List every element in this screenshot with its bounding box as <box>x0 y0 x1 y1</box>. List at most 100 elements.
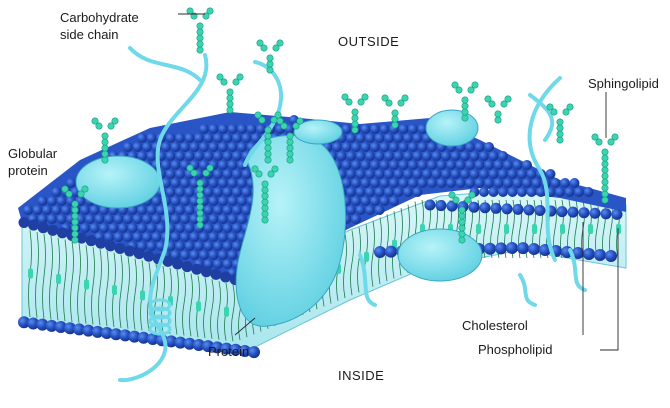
sugar-unit <box>459 219 465 225</box>
head-group <box>337 151 347 161</box>
carbohydrate-label-line2: side chain <box>60 27 119 42</box>
head-group <box>199 232 209 242</box>
head-group <box>356 133 366 143</box>
sugar-unit <box>287 139 293 145</box>
head-group <box>436 200 447 211</box>
head-group <box>365 187 375 197</box>
head-group <box>213 205 223 215</box>
head-group <box>209 214 219 224</box>
head-group <box>171 142 181 152</box>
head-group <box>191 264 202 275</box>
head-group <box>479 187 489 197</box>
head-group <box>422 151 432 161</box>
sugar-unit <box>495 111 501 117</box>
head-group <box>361 178 371 188</box>
sugar-unit <box>459 231 465 237</box>
head-group <box>47 196 57 206</box>
head-group <box>524 204 535 215</box>
head-group <box>237 142 247 152</box>
head-group <box>95 238 106 249</box>
head-group <box>52 205 62 215</box>
head-group <box>218 250 228 260</box>
head-group <box>213 187 223 197</box>
head-group <box>601 208 612 219</box>
sugar-unit <box>287 133 293 139</box>
head-group <box>133 232 143 242</box>
head-group <box>185 151 195 161</box>
cholesterol-molecule <box>224 307 229 317</box>
head-group <box>213 223 223 233</box>
sugar-unit <box>207 165 213 171</box>
sugar-unit <box>102 157 108 163</box>
head-group <box>346 187 356 197</box>
sugar-unit <box>472 82 478 88</box>
head-group <box>237 178 247 188</box>
head-group <box>204 151 214 161</box>
head-group <box>156 223 166 233</box>
sugar-unit <box>197 180 203 186</box>
head-group <box>247 124 257 134</box>
head-group <box>147 241 157 251</box>
head-group <box>232 133 242 143</box>
head-group <box>498 151 508 161</box>
head-group <box>223 205 233 215</box>
cholesterol-molecule <box>56 274 61 284</box>
head-group <box>399 124 409 134</box>
head-group <box>209 178 219 188</box>
sugar-unit <box>102 133 108 139</box>
head-group <box>209 124 219 134</box>
head-group <box>237 196 247 206</box>
head-group <box>346 151 356 161</box>
sugar-unit <box>459 207 465 213</box>
head-group <box>399 142 409 152</box>
head-group <box>403 151 413 161</box>
head-group <box>232 205 242 215</box>
sugar-unit <box>362 94 368 100</box>
sugar-unit <box>265 145 271 151</box>
sugar-unit <box>612 134 618 140</box>
head-group <box>171 160 181 170</box>
head-group <box>612 209 623 220</box>
sugar-unit <box>449 192 455 198</box>
head-group <box>47 225 58 236</box>
head-group <box>223 169 233 179</box>
head-group <box>171 232 181 242</box>
head-group <box>427 178 437 188</box>
outside-label: OUTSIDE <box>338 34 399 49</box>
head-group <box>413 187 423 197</box>
head-group <box>194 133 204 143</box>
head-group <box>437 178 447 188</box>
sugar-unit <box>197 192 203 198</box>
head-group <box>256 124 266 134</box>
head-group <box>375 187 385 197</box>
head-group <box>380 196 390 206</box>
head-group <box>460 151 470 161</box>
head-group <box>142 214 152 224</box>
sugar-unit <box>82 186 88 192</box>
head-group <box>232 187 242 197</box>
sugar-unit <box>187 8 193 14</box>
head-group <box>38 196 48 206</box>
sugar-unit <box>72 237 78 243</box>
head-group <box>370 178 380 188</box>
head-group <box>204 241 214 251</box>
head-group <box>228 196 238 206</box>
sugar-unit <box>277 40 283 46</box>
sugar-unit <box>72 225 78 231</box>
sugar-unit <box>197 216 203 222</box>
head-group <box>484 160 494 170</box>
head-group <box>204 205 214 215</box>
head-group <box>190 250 200 260</box>
sugar-unit <box>257 40 263 46</box>
head-group <box>451 169 461 179</box>
head-group <box>484 142 494 152</box>
head-group <box>209 250 219 260</box>
sugar-unit <box>72 219 78 225</box>
head-group <box>228 232 238 242</box>
cholesterol-molecule <box>588 224 593 234</box>
cholesterol-molecule <box>364 252 369 262</box>
sugar-unit <box>112 118 118 124</box>
head-group <box>175 133 185 143</box>
head-group <box>446 178 456 188</box>
